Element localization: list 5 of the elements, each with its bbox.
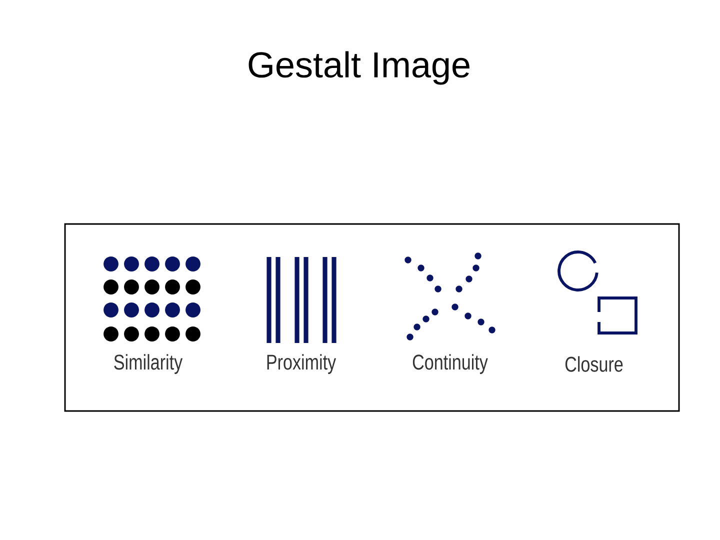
figure-caption: Continuity [412,354,488,374]
figure-caption: Closure [565,356,623,372]
title: Gestalt Image [248,51,470,85]
figure-caption: Proximity [267,354,336,374]
figure-caption: Similarity [114,354,183,374]
